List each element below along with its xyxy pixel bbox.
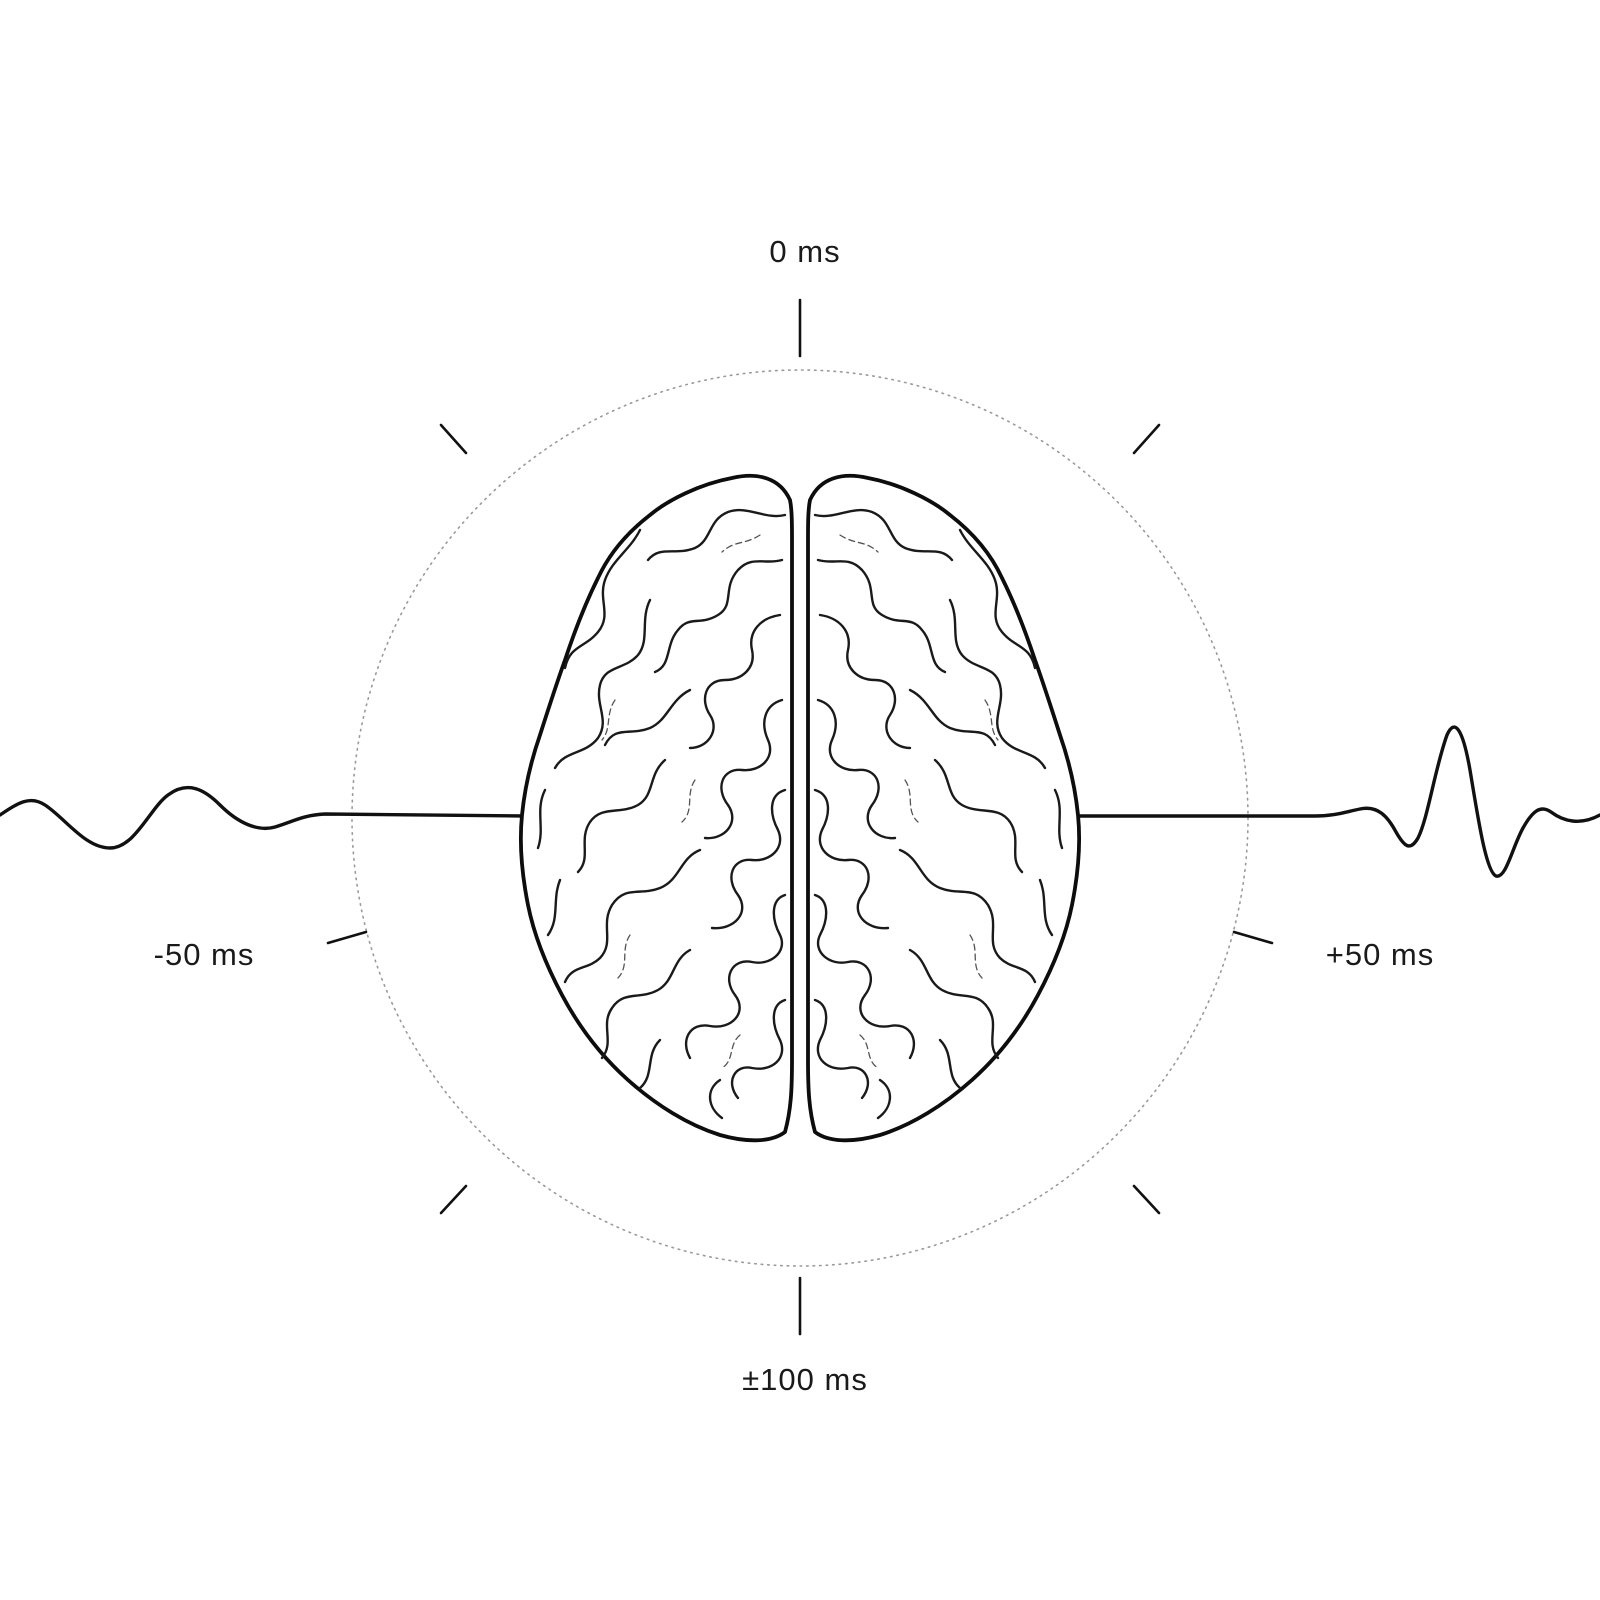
tick-top-left <box>439 423 468 455</box>
right-gyri <box>813 508 1064 1120</box>
tick-bottom-right <box>1132 1184 1161 1215</box>
label-bottom: ±100 ms <box>742 1362 868 1397</box>
left-gyri <box>536 508 787 1120</box>
brain-top-view-icon <box>518 473 1082 1143</box>
left-hemisphere <box>518 473 794 1143</box>
right-hemisphere <box>806 473 1082 1143</box>
label-right: +50 ms <box>1326 937 1435 972</box>
label-top: 0 ms <box>769 234 840 269</box>
tick-left <box>326 930 368 945</box>
right-waveform <box>1073 725 1600 878</box>
label-left: -50 ms <box>154 937 255 972</box>
tick-right <box>1232 930 1274 945</box>
left-waveform <box>0 785 527 850</box>
dial-ticks <box>326 298 1274 1336</box>
tick-top-right <box>1132 423 1161 455</box>
tick-bottom-left <box>439 1184 468 1215</box>
dial-ring <box>351 369 1249 1267</box>
